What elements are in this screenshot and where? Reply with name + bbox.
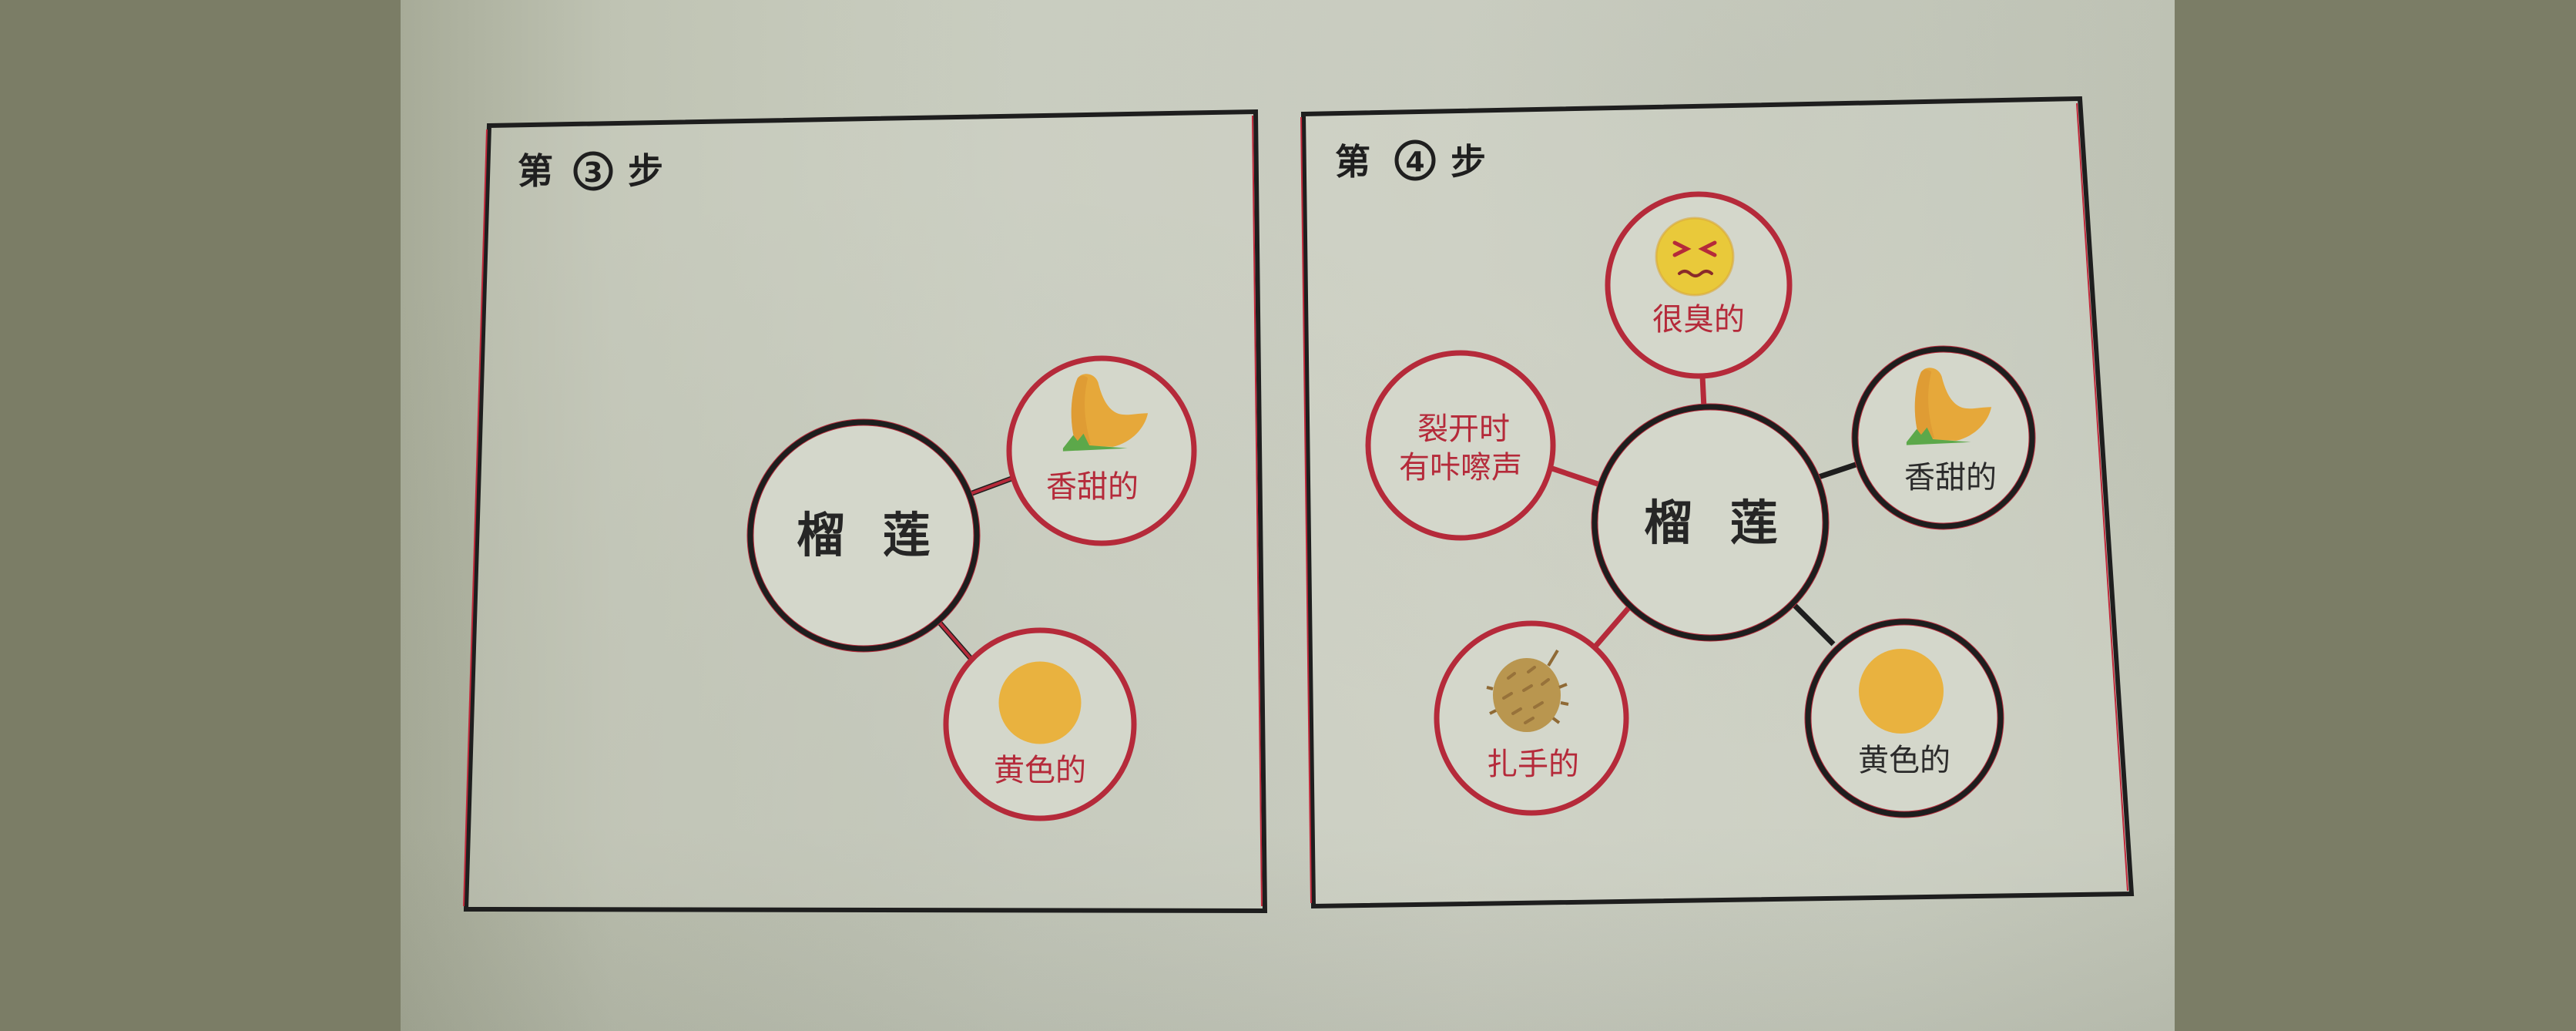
book-page	[401, 0, 2175, 1031]
squinting-face-icon	[1656, 218, 1733, 295]
connector-line	[1699, 375, 1707, 409]
hub-label: 榴 莲	[1644, 495, 1789, 551]
hub-bubble: 榴 莲	[1591, 403, 1830, 642]
yellow-circle-icon	[998, 661, 1082, 744]
svg-text:3: 3	[583, 157, 602, 189]
step-number-badge: 4	[1394, 139, 1436, 181]
hub-label: 榴 莲	[797, 507, 941, 563]
node-label-line1: 裂开时	[1417, 411, 1510, 447]
node-label-line2: 有咔嚓声	[1399, 450, 1522, 485]
node-crack-sound: 裂开时 有咔嚓声	[1365, 350, 1556, 541]
connector-line	[1793, 603, 1836, 646]
connector-line	[1815, 461, 1860, 481]
node-label: 香甜的	[1904, 460, 1997, 495]
step-title: 第	[1335, 141, 1370, 183]
node-yellow: 黄色的	[1804, 618, 2004, 818]
yellow-circle-icon	[1859, 649, 1944, 734]
node-yellow: 黄色的	[943, 627, 1137, 821]
step-title: 第	[518, 150, 553, 192]
step-title-suffix: 步	[1451, 141, 1486, 183]
node-sweet: 香甜的	[1006, 355, 1197, 546]
svg-text:4: 4	[1405, 146, 1424, 178]
step-number-badge: 3	[573, 151, 613, 191]
connector-line	[1548, 465, 1599, 487]
node-smelly: 很臭的	[1605, 191, 1793, 379]
node-label: 黄色的	[994, 753, 1086, 788]
node-prickly: 扎手的	[1434, 620, 1629, 816]
node-label: 扎手的	[1487, 747, 1579, 782]
panel-step-3: 第 3 步 榴 莲 香甜的	[463, 109, 1268, 914]
hub-bubble: 榴 莲	[746, 418, 981, 653]
node-label: 黄色的	[1858, 743, 1950, 778]
step-title-suffix: 步	[628, 150, 663, 192]
panel-frame	[463, 109, 1268, 914]
panel-step-4: 第 4 步 榴 莲 很臭的	[1300, 96, 2135, 909]
node-sweet: 香甜的	[1851, 345, 2036, 530]
panel-frame	[1300, 96, 2135, 909]
connector-line	[1592, 605, 1632, 650]
node-label: 很臭的	[1652, 302, 1745, 338]
node-label: 香甜的	[1046, 469, 1139, 505]
